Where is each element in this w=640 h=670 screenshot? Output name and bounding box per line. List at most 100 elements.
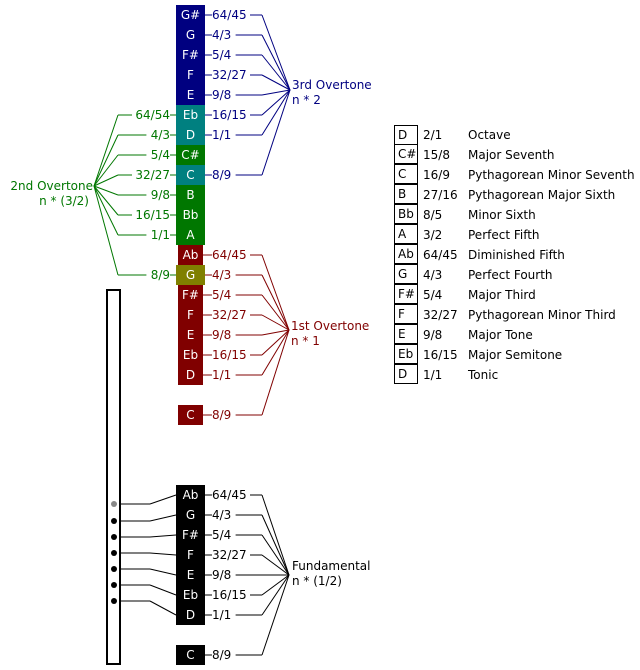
interval-ratio: 2/1 xyxy=(423,128,443,142)
second-ratio-7: 8/9 xyxy=(151,268,170,282)
interval-note: A xyxy=(394,224,418,244)
third-E-label: E xyxy=(187,88,195,102)
first-ratio-4: 9/8 xyxy=(212,328,231,342)
second-ratio-0: 64/54 xyxy=(135,108,170,122)
interval-name: Perfect Fifth xyxy=(468,228,540,242)
interval-ratio: 5/4 xyxy=(423,288,443,302)
interval-ratio: 27/16 xyxy=(423,188,458,202)
second-ratio-1: 4/3 xyxy=(151,128,170,142)
first-ratio-3: 32/27 xyxy=(212,308,247,322)
flute-hole-0 xyxy=(111,501,117,507)
interval-name: Major Tone xyxy=(468,328,533,342)
second-ratio-4: 9/8 xyxy=(151,188,170,202)
second-A-box xyxy=(176,225,205,245)
fundamental-C-label: C xyxy=(186,648,194,662)
second-ratio-3: 32/27 xyxy=(135,168,170,182)
second-Bb-box xyxy=(176,205,205,225)
third-D-box xyxy=(176,125,205,145)
interval-name: Octave xyxy=(468,128,511,142)
fundamental-ratio-3: 32/27 xyxy=(212,548,247,562)
hole-link-d-6 xyxy=(149,600,177,616)
interval-ratio: 64/45 xyxy=(423,248,458,262)
first-E-label: E xyxy=(187,328,195,342)
interval-ratio: 8/5 xyxy=(423,208,443,222)
fundamental-title: Fundamental xyxy=(292,559,371,573)
fundamental-G-box xyxy=(176,505,205,525)
third-ratio-2: 5/4 xyxy=(212,48,231,62)
second-ratio-6: 1/1 xyxy=(151,228,170,242)
first-fan-6 xyxy=(261,329,290,376)
interval-note: C# xyxy=(394,144,418,164)
first-ratio-6: 1/1 xyxy=(212,368,231,382)
third-F-box xyxy=(176,65,205,85)
hole-link-d-5 xyxy=(149,584,177,596)
third-C-box xyxy=(176,165,205,185)
fundamental-Ab-label: Ab xyxy=(183,488,199,502)
interval-name: Pythagorean Minor Third xyxy=(468,308,616,322)
third-Eb-label: Eb xyxy=(183,108,198,122)
first-E-box xyxy=(178,325,203,345)
interval-ratio: 4/3 xyxy=(423,268,443,282)
third-E-box xyxy=(176,85,205,105)
interval-note: Ab xyxy=(394,244,418,264)
flute-holes xyxy=(111,501,117,604)
hole-link-d-1 xyxy=(149,514,177,522)
third-fan-5 xyxy=(261,89,291,116)
first-C-box xyxy=(178,405,203,425)
second-fan-3 xyxy=(93,174,119,187)
second-B-box xyxy=(176,185,205,205)
third-F#-label: F# xyxy=(182,48,199,62)
first-Eb-box xyxy=(178,345,203,365)
second-ratio-2: 5/4 xyxy=(151,148,170,162)
second-fan-4 xyxy=(93,185,119,196)
first-ratio-2: 5/4 xyxy=(212,288,231,302)
fundamental-ratio-1: 4/3 xyxy=(212,508,231,522)
first-overtone-formula: n * 1 xyxy=(291,334,320,348)
second-fan-5 xyxy=(93,185,119,216)
third-fan-0 xyxy=(261,14,291,91)
second-B-label: B xyxy=(186,188,194,202)
interval-note: C xyxy=(394,164,418,184)
second-fan-7 xyxy=(93,185,119,276)
interval-name: Major Semitone xyxy=(468,348,563,362)
interval-ratio: 32/27 xyxy=(423,308,458,322)
fundamental-F#-box xyxy=(176,525,205,545)
fundamental-fan-1 xyxy=(261,514,290,576)
first-Eb-label: Eb xyxy=(183,348,198,362)
third-F#-box xyxy=(176,45,205,65)
third-ratio-5: 16/15 xyxy=(212,108,247,122)
third-fan-7 xyxy=(261,89,291,176)
flute-body xyxy=(106,289,121,665)
interval-note: Eb xyxy=(394,344,418,364)
first-F#-label: F# xyxy=(182,288,199,302)
fundamental-F-box xyxy=(176,545,205,565)
interval-note: F xyxy=(394,304,418,324)
first-F-box xyxy=(178,305,203,325)
flute-hole-2 xyxy=(111,534,117,540)
first-overtone-title: 1st Overtone xyxy=(291,319,369,333)
fundamental-fan-7 xyxy=(261,574,290,656)
fundamental-F#-label: F# xyxy=(182,528,199,542)
third-fan-2 xyxy=(261,54,291,91)
first-fan-1 xyxy=(261,274,290,331)
first-ratio-1: 4/3 xyxy=(212,268,231,282)
interval-name: Pythagorean Minor Seventh xyxy=(468,168,635,182)
third-G#-label: G# xyxy=(181,8,200,22)
first-C-label: C xyxy=(186,408,194,422)
second-ratio-5: 16/15 xyxy=(135,208,170,222)
third-ratio-1: 4/3 xyxy=(212,28,231,42)
first-D-label: D xyxy=(186,368,195,382)
third-C-label: C xyxy=(186,168,194,182)
fundamental-Ab-box xyxy=(176,485,205,505)
interval-note: G xyxy=(394,264,418,284)
third-ratio-6: 1/1 xyxy=(212,128,231,142)
fundamental-ratio-7: 8/9 xyxy=(212,648,231,662)
third-ratio-7: 8/9 xyxy=(212,168,231,182)
second-fan-6 xyxy=(93,185,119,236)
interval-name: Major Third xyxy=(468,288,536,302)
first-D-box xyxy=(178,365,203,385)
fundamental-ratio-2: 5/4 xyxy=(212,528,231,542)
interval-note: E xyxy=(394,324,418,344)
fundamental-fan-0 xyxy=(261,494,290,576)
third-G-box xyxy=(176,25,205,45)
